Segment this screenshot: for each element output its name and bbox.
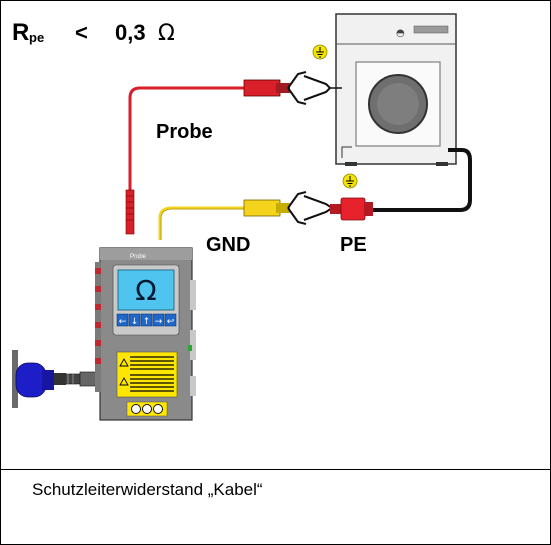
formula-unit: Ω (158, 21, 175, 46)
mains-cable (52, 371, 101, 387)
warning-label (116, 351, 178, 398)
pe-plug (330, 197, 373, 221)
left-arrow-icon: ← (119, 317, 127, 327)
formula: R pe < 0,3 Ω (12, 19, 175, 46)
device-sockets (126, 401, 168, 417)
label-probe: Probe (156, 121, 213, 143)
up-arrow-icon: ↑ (143, 317, 151, 327)
probe-clip (243, 71, 342, 105)
gnd-lead (158, 206, 245, 240)
ground-icon-pe (342, 173, 358, 189)
probe-plug (125, 189, 135, 235)
omega-icon: Ω (135, 274, 156, 307)
appliance-knob-icon: ◓ (396, 28, 405, 39)
right-arrow-icon: → (155, 317, 163, 327)
device-button-up[interactable] (140, 313, 153, 327)
warning-triangle-icon (119, 377, 129, 386)
formula-subscript: pe (29, 30, 44, 45)
formula-value: 0,3 (115, 20, 146, 45)
formula-symbol: R (12, 19, 29, 46)
gnd-clip (243, 191, 334, 225)
device-button-right[interactable] (152, 313, 165, 327)
warning-triangle-icon (119, 358, 129, 367)
label-gnd: GND (206, 234, 250, 256)
caption-divider (0, 469, 551, 470)
device-button-row: ← ↓ ↑ → ↩ (116, 313, 177, 327)
ground-icon-top (312, 44, 328, 60)
device-display (117, 269, 175, 311)
device-button-enter[interactable] (164, 313, 177, 327)
figure-caption: Schutzleiterwiderstand „Kabel“ (32, 480, 263, 499)
appliance-cable (371, 148, 472, 212)
appliance: ◓ (335, 13, 457, 166)
device-top-label: Probe (130, 254, 147, 260)
device-button-left[interactable] (116, 313, 129, 327)
mains-plug (12, 350, 54, 408)
formula-operator: < (75, 20, 88, 45)
down-arrow-icon: ↓ (131, 317, 139, 327)
probe-lead (128, 86, 245, 225)
label-pe: PE (340, 234, 367, 256)
device-button-down[interactable] (128, 313, 141, 327)
enter-icon: ↩ (167, 317, 175, 327)
measurement-diagram: R pe < 0,3 Ω ◓ (12, 13, 472, 421)
